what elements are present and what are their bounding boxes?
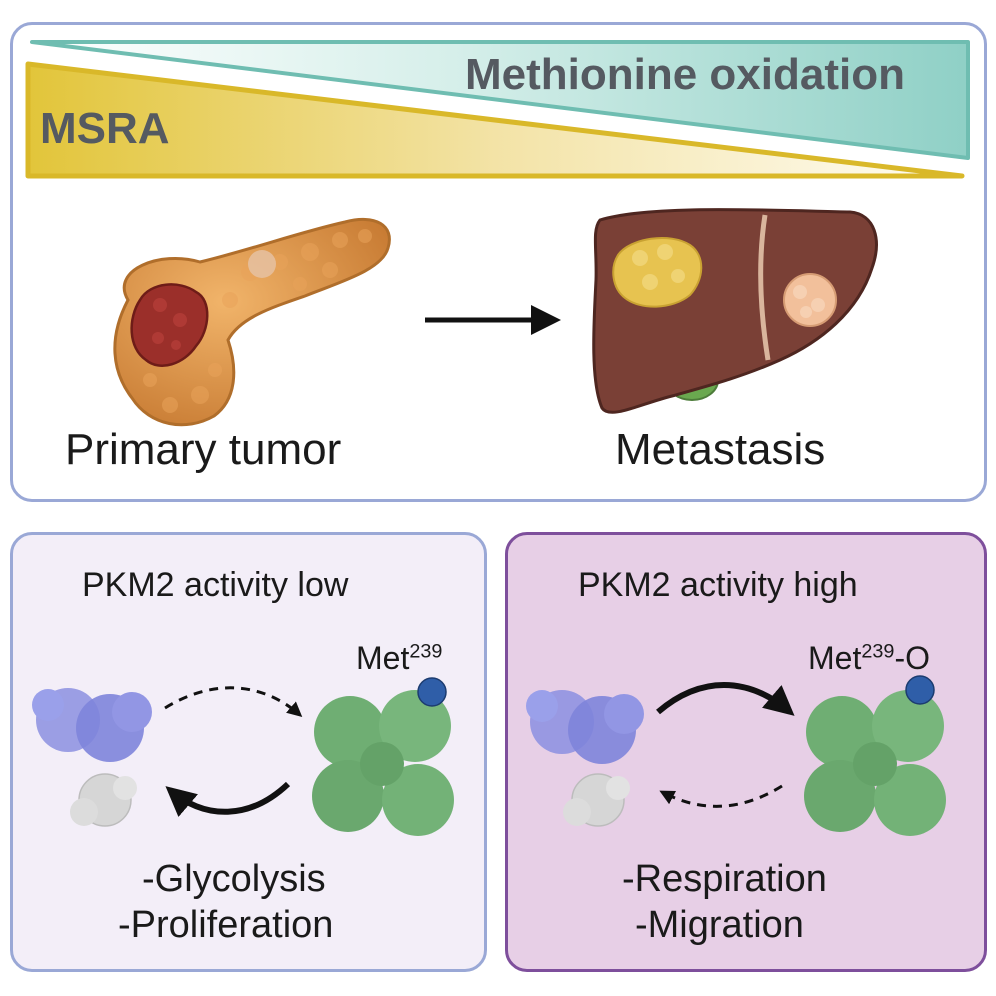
met239-oxidized-site-icon bbox=[905, 675, 935, 705]
methionine-oxidation-wedge bbox=[30, 40, 970, 160]
solid-forward-arrow bbox=[656, 682, 795, 716]
pkm2-tetramer-icon-right bbox=[804, 690, 946, 836]
pancreas-icon bbox=[113, 217, 391, 427]
solid-reverse-arrow bbox=[165, 781, 291, 818]
small-lesion-icon bbox=[248, 250, 276, 278]
pkm2-high-title: PKM2 activity high bbox=[578, 566, 858, 604]
pkm2-dimer-icon bbox=[32, 688, 152, 762]
methionine-oxidation-label: Methionine oxidation bbox=[465, 50, 905, 99]
outcome-glycolysis: -Glycolysis bbox=[142, 858, 326, 900]
met239-o-label: Met239-O bbox=[808, 640, 930, 676]
met239-site-icon bbox=[417, 677, 447, 707]
outcome-proliferation: -Proliferation bbox=[118, 904, 334, 946]
pink-metastasis-icon bbox=[783, 273, 837, 327]
dashed-reverse-arrow bbox=[659, 784, 783, 808]
pkm2-monomer-icon-right bbox=[563, 773, 630, 827]
dashed-forward-arrow bbox=[164, 686, 303, 717]
msra-wedge bbox=[25, 61, 965, 179]
outcome-migration: -Migration bbox=[635, 904, 804, 946]
primary-tumor-label: Primary tumor bbox=[65, 425, 342, 474]
outcome-respiration: -Respiration bbox=[622, 858, 827, 900]
metastasis-label: Metastasis bbox=[615, 425, 826, 474]
pkm2-dimer-icon-right bbox=[526, 690, 644, 764]
pkm2-tetramer-icon bbox=[312, 690, 454, 836]
met239-label: Met239 bbox=[356, 640, 443, 676]
falciform-ligament-icon bbox=[758, 214, 771, 361]
liver-icon bbox=[592, 208, 878, 414]
yellow-metastasis-icon bbox=[612, 237, 703, 308]
pkm2-monomer-icon bbox=[70, 773, 137, 827]
primary-tumor-icon bbox=[130, 283, 209, 367]
msra-label: MSRA bbox=[40, 104, 170, 153]
pkm2-low-title: PKM2 activity low bbox=[82, 566, 349, 604]
